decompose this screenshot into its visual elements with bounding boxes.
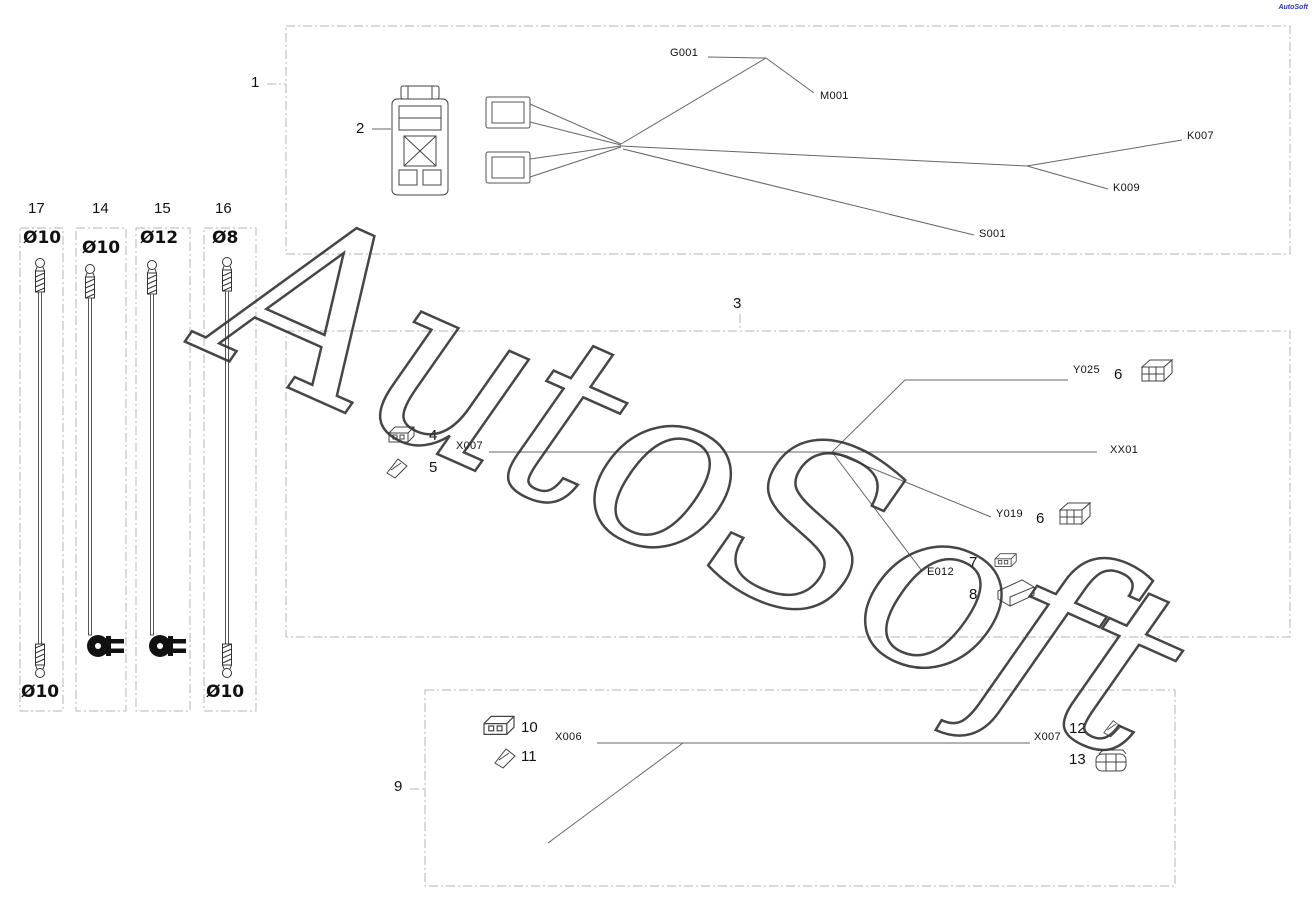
plug-connector-icon <box>485 151 531 184</box>
connector-icon-item7 <box>994 553 1017 567</box>
boot-icon-item8 <box>997 579 1035 607</box>
cable-columns <box>35 257 232 678</box>
panel-bottom-number: 9 <box>394 778 403 795</box>
banjo-connector-icon <box>87 635 124 657</box>
connector-label-y025: Y025 <box>1073 364 1100 376</box>
panel-mid-box <box>285 330 1291 638</box>
cable-14-top-diameter: Ø10 <box>82 238 121 258</box>
ring-terminal-icon <box>147 260 157 295</box>
ring-terminal-icon <box>222 257 232 292</box>
ring-terminal-icon <box>222 643 232 678</box>
ring-terminal-icon <box>85 264 95 299</box>
connector-label-e012: E012 <box>927 566 954 578</box>
relay-component-drawing <box>391 85 449 196</box>
panel-top-number: 1 <box>251 74 260 91</box>
connector-icon-item4 <box>388 426 415 443</box>
panel-top-box <box>285 25 1291 255</box>
relay-icon-y025 <box>1141 359 1173 382</box>
cable-16-box <box>203 227 257 712</box>
connector-label-k009: K009 <box>1113 182 1140 194</box>
item-5-number: 5 <box>429 459 438 476</box>
cable-17-number: 17 <box>28 200 45 217</box>
item-4-number: 4 <box>429 427 438 444</box>
cable-16-bottom-diameter: Ø10 <box>206 682 245 702</box>
relay-icon-y019 <box>1059 502 1091 525</box>
item-11-number: 11 <box>521 748 537 765</box>
wedge-icon-item12 <box>1103 720 1122 738</box>
cable-14-box <box>75 227 127 712</box>
item-13-number: 13 <box>1069 751 1086 768</box>
cable-16-top-diameter: Ø8 <box>212 228 239 248</box>
item-8-number: 8 <box>969 586 978 603</box>
item-12-number: 12 <box>1069 720 1086 737</box>
cable-line <box>150 293 154 636</box>
connector-label-g001: G001 <box>670 47 699 59</box>
wedge-icon-item11 <box>494 748 516 769</box>
cable-16-number: 16 <box>215 200 232 217</box>
item-2-number: 2 <box>356 120 365 137</box>
connector-label-x007-bottom: X007 <box>1034 731 1061 743</box>
item-6-number-lower: 6 <box>1036 510 1045 527</box>
connector-label-y019: Y019 <box>996 508 1023 520</box>
item-6-number-upper: 6 <box>1114 366 1123 383</box>
cable-line <box>38 291 42 645</box>
ring-terminal-icon <box>35 258 45 293</box>
item-7-number: 7 <box>969 554 978 571</box>
panel-mid-number: 3 <box>733 295 742 312</box>
connector-label-s001: S001 <box>979 228 1006 240</box>
panel-bottom-box <box>424 689 1176 887</box>
connector-icon-item13 <box>1095 749 1127 772</box>
ring-terminal-icon <box>35 643 45 678</box>
cable-17-bottom-diameter: Ø10 <box>21 682 60 702</box>
cable-15-top-diameter: Ø12 <box>140 228 179 248</box>
wedge-icon-item5 <box>386 458 408 479</box>
cable-17-box <box>19 227 64 712</box>
cable-17-top-diameter: Ø10 <box>23 228 62 248</box>
connector-label-x006: X006 <box>555 731 582 743</box>
connector-label-m001: M001 <box>820 90 849 102</box>
cable-14-number: 14 <box>92 200 109 217</box>
banjo-connector-icon <box>149 635 186 657</box>
wire-lines <box>372 56 1183 844</box>
connector-icon-item10 <box>483 715 515 736</box>
cable-15-box <box>135 227 191 712</box>
corner-brand-mark: AutoSoft <box>1278 4 1308 11</box>
panel-borders <box>19 25 1291 887</box>
item-10-number: 10 <box>521 719 538 736</box>
connector-label-xx01: XX01 <box>1110 444 1139 456</box>
cable-15-number: 15 <box>154 200 171 217</box>
connector-label-x007-mid: X007 <box>456 440 483 452</box>
plug-connector-icon <box>485 96 531 129</box>
connector-label-k007: K007 <box>1187 130 1214 142</box>
cable-line <box>88 297 92 636</box>
cable-line <box>225 290 229 645</box>
